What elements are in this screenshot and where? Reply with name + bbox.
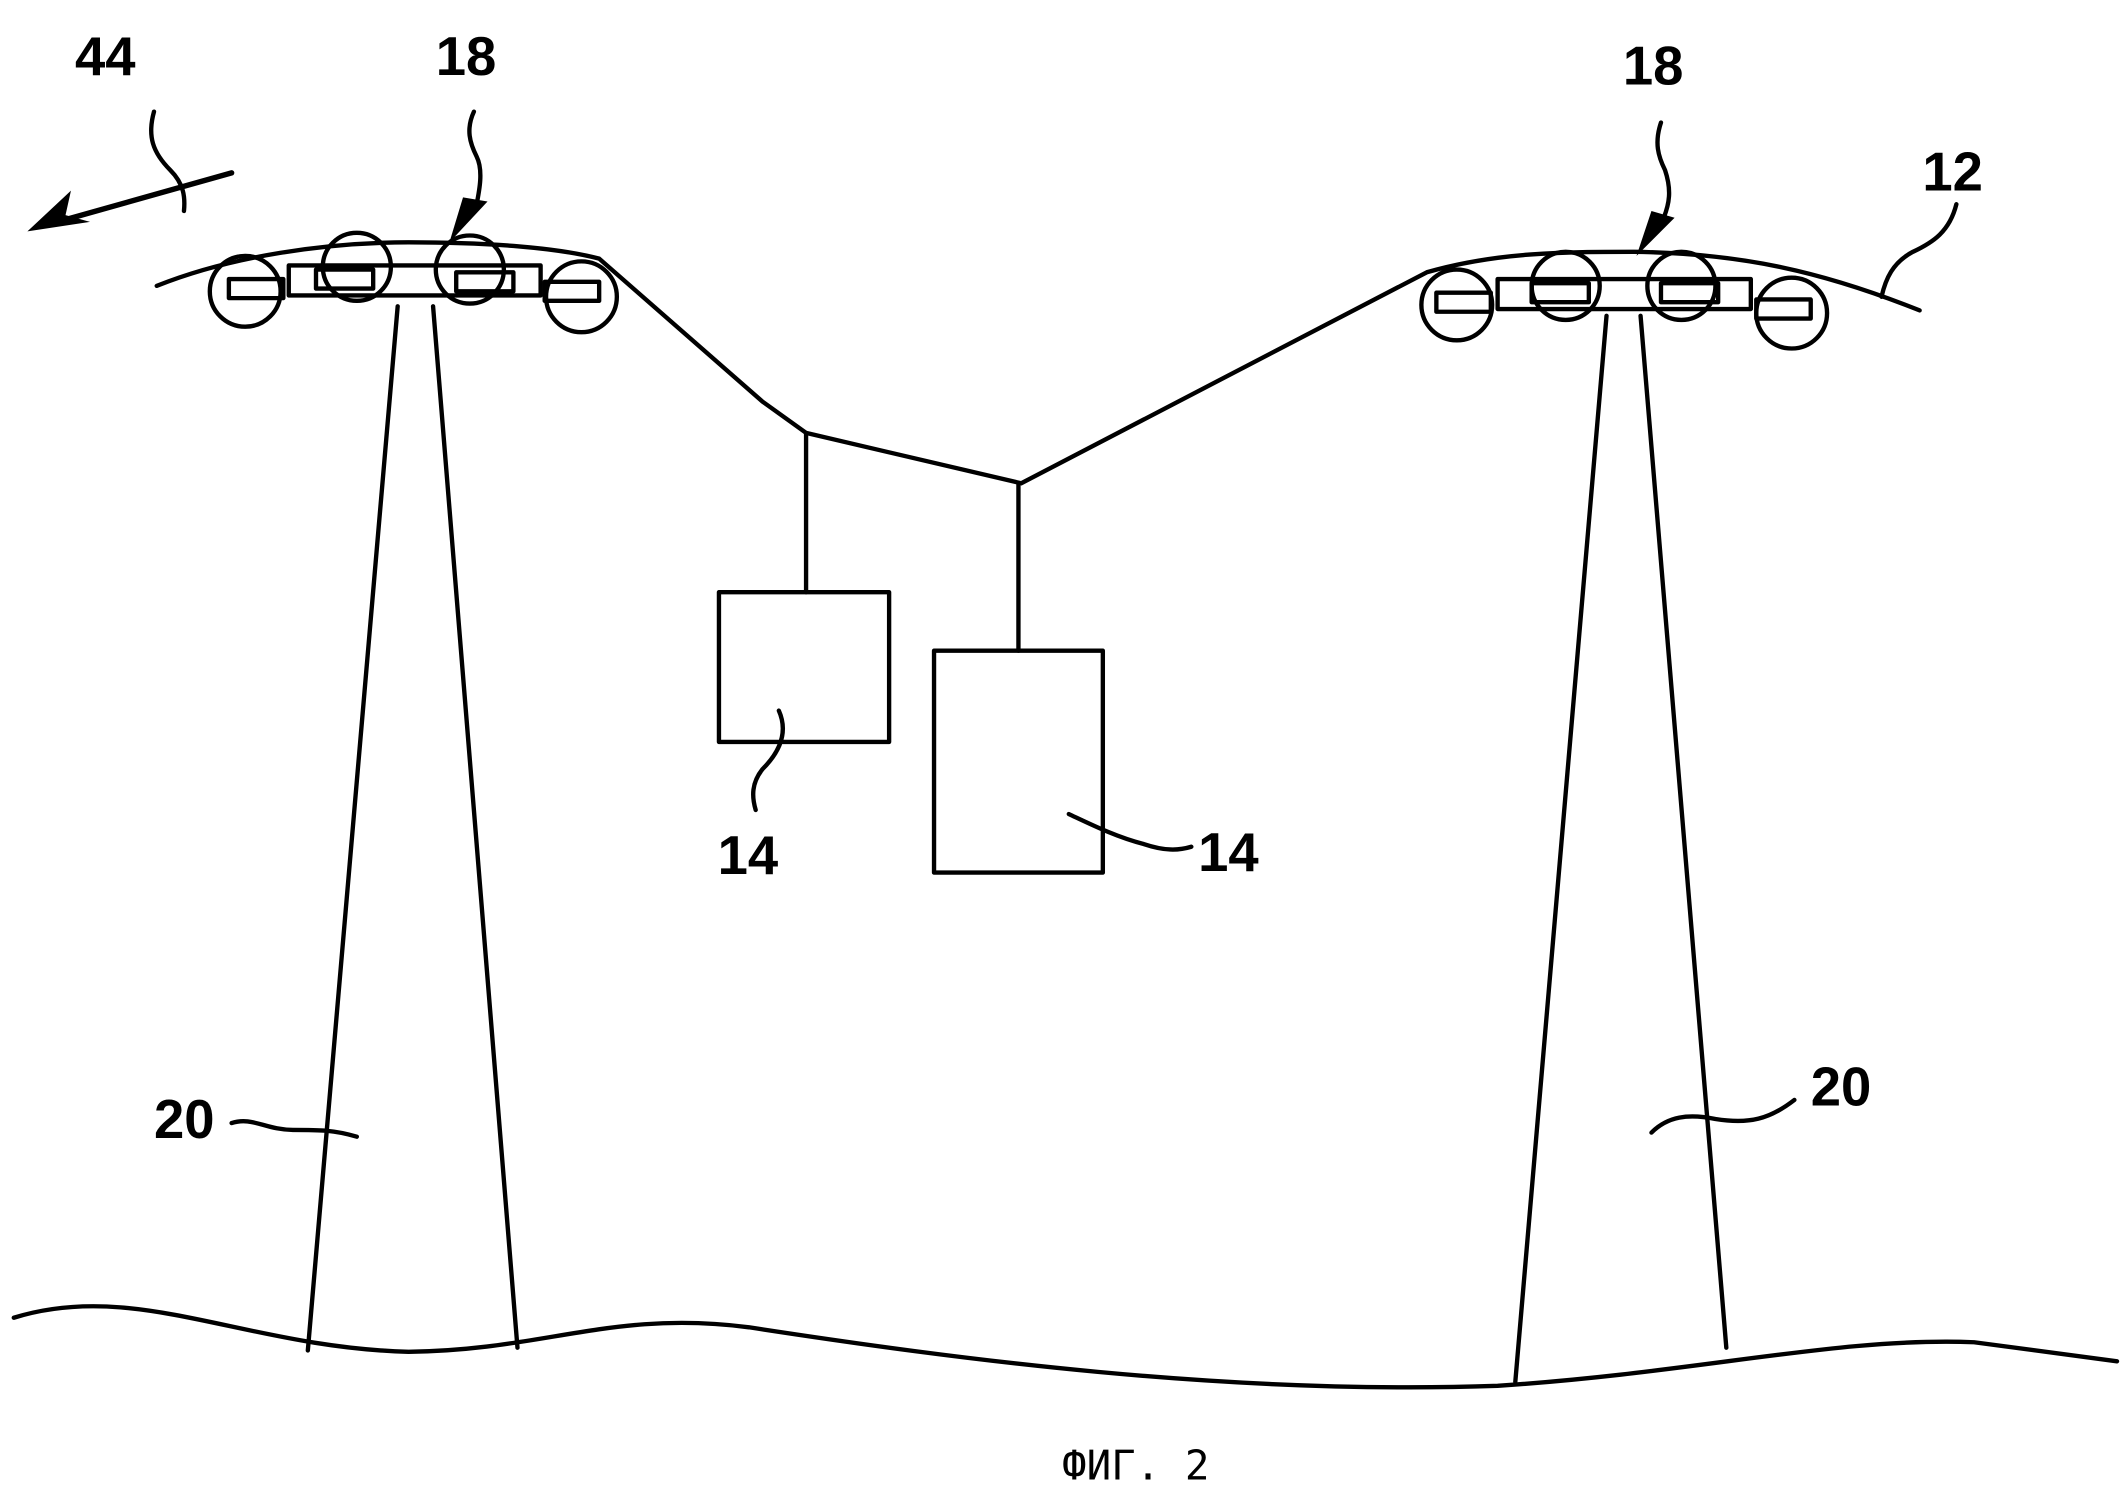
label-18-left: 18	[436, 26, 497, 87]
label-20-left: 20	[154, 1089, 215, 1150]
leader-18-right	[1636, 120, 1675, 256]
load-right	[931, 648, 1106, 875]
direction-arrow	[27, 170, 235, 232]
label-14-right: 14	[1198, 822, 1259, 883]
leader-14-left	[751, 708, 785, 813]
carriage-right	[1419, 249, 1830, 351]
leader-20-left	[229, 1119, 360, 1139]
load-left	[716, 589, 892, 745]
tower-right	[1513, 313, 1729, 1384]
leader-18-left	[449, 109, 488, 243]
tower-left	[305, 304, 520, 1353]
label-18-right: 18	[1623, 35, 1684, 96]
ground-line	[11, 1304, 2120, 1390]
leader-14-right	[1066, 811, 1194, 852]
leader-44	[149, 109, 187, 214]
figure-caption: ФИГ. 2	[1062, 1442, 1209, 1490]
label-44: 44	[75, 26, 136, 87]
label-12: 12	[1922, 142, 1983, 203]
leader-20-right	[1649, 1097, 1797, 1135]
label-20-right: 20	[1811, 1056, 1872, 1117]
carriage-left	[207, 230, 620, 335]
label-14-left: 14	[718, 825, 779, 886]
leader-12	[1879, 202, 1959, 299]
